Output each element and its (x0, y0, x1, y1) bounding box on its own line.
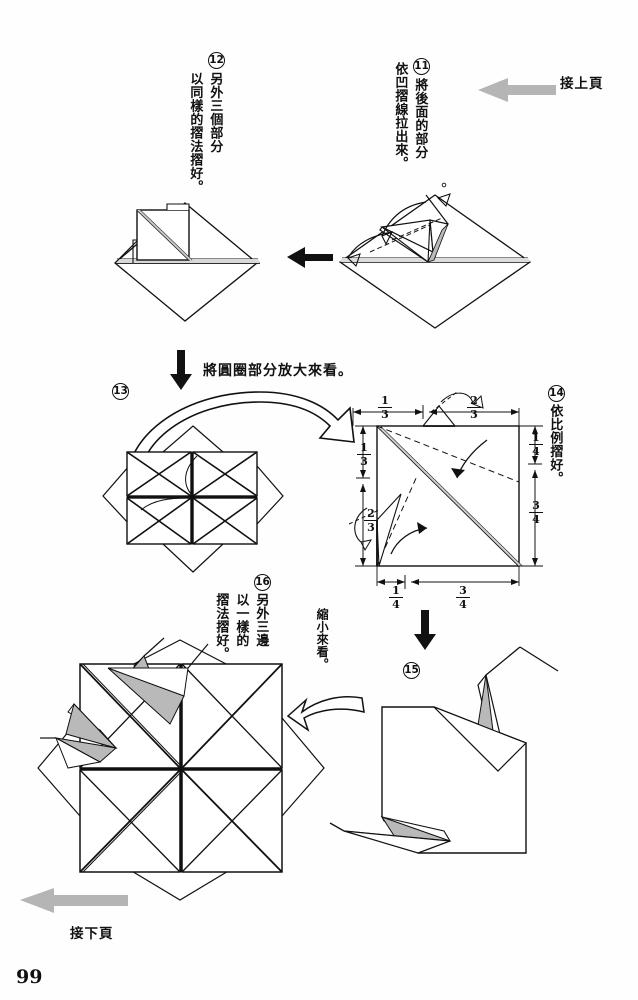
step-number-16: 16 (254, 574, 271, 591)
step-11-diagram (338, 182, 532, 329)
step-number-15: 15 (403, 662, 420, 679)
fraction-right-upper: 1 4 (528, 432, 544, 457)
step-12-diagram (113, 202, 260, 322)
step-16-text-col-b: 以一樣的 (233, 593, 249, 647)
step-12-text-col-a: 另外三個部分 (207, 72, 223, 153)
arrow-step14-to-step15 (414, 610, 436, 650)
fraction-bottom-right: 3 4 (455, 585, 471, 610)
step-15-diagram (329, 646, 559, 854)
step-16-text-col-a: 另外三邊 (253, 593, 269, 647)
step-14-proportion-diagram (348, 391, 543, 589)
step-13-pinwheel-figure (102, 425, 284, 573)
fraction-bottom-left: 1 4 (388, 585, 404, 610)
step-number-12: 12 (208, 52, 225, 69)
continue-from-prev-label: 接上頁 (560, 76, 604, 92)
step-number-14: 14 (548, 385, 565, 402)
fraction-left-upper: 1 3 (356, 442, 372, 467)
zoom-in-note: 將圓圈部分放大來看。 (203, 363, 353, 379)
arrow-zoom-in (170, 350, 192, 390)
step-number-13: 13 (112, 383, 129, 400)
step-11-text-col-a: 將後面的部分 (412, 78, 428, 159)
zoom-out-note: 縮小來看。 (315, 608, 330, 671)
step-16-final-pinwheel-figure (37, 637, 325, 901)
step-14-text-col-a: 依比例摺好。 (547, 404, 563, 485)
continue-to-next-label: 接下頁 (70, 926, 114, 942)
step-number-11: 11 (413, 58, 430, 75)
fraction-top-right: 2 3 (466, 395, 482, 420)
fraction-top-left: 1 3 (377, 395, 393, 420)
arrow-step15-to-step16 (286, 696, 365, 732)
step-12-text-col-b: 以同樣的摺法摺好。 (187, 72, 203, 194)
arrow-step13-to-step14 (126, 391, 355, 491)
step-16-text-col-c: 摺法摺好。 (213, 593, 229, 661)
fraction-right-lower: 3 4 (528, 500, 544, 525)
fraction-left-lower: 2 3 (363, 508, 379, 533)
arrow-step11-to-step12 (287, 247, 333, 268)
step-11-text-col-b: 依凹摺線拉出來。 (392, 62, 408, 170)
page-number: 99 (16, 966, 43, 988)
